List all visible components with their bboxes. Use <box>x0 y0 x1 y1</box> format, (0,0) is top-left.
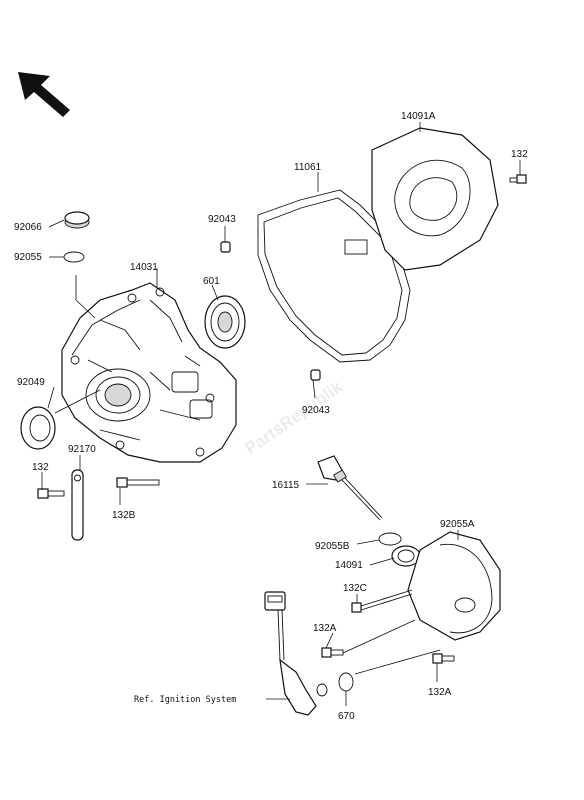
dipstick-part <box>317 455 383 521</box>
bolt-132A-right <box>432 653 455 664</box>
label-92055B: 92055B <box>315 541 350 552</box>
label-92055: 92055 <box>14 252 42 263</box>
label-132C: 132C <box>343 583 367 594</box>
oil-cap-part <box>64 211 90 229</box>
label-92066: 92066 <box>14 222 42 233</box>
crankcase-cover <box>61 282 237 463</box>
bolt-132-left <box>37 488 65 499</box>
oil-seal-part <box>20 406 56 450</box>
label-670: 670 <box>338 711 355 722</box>
ignition-sensor-part <box>264 591 328 716</box>
gasket-part <box>257 189 411 363</box>
bolt-132B <box>116 477 160 488</box>
dowel-pin-top <box>220 241 231 253</box>
clamp-strap-part <box>71 469 84 541</box>
dowel-pin-bottom <box>310 369 321 381</box>
label-14031: 14031 <box>130 262 158 273</box>
leader-lines <box>41 122 521 706</box>
label-14091: 14091 <box>335 560 363 571</box>
label-14091A: 14091A <box>401 111 436 122</box>
label-132B: 132B <box>112 510 136 521</box>
o-ring-part <box>63 251 85 263</box>
label-92170: 92170 <box>68 444 96 455</box>
label-601: 601 <box>203 276 220 287</box>
label-92043-bottom: 92043 <box>302 405 330 416</box>
bearing-part <box>204 295 246 349</box>
bolt-132-right <box>509 174 527 184</box>
label-132-right: 132 <box>511 149 528 160</box>
label-92055A: 92055A <box>440 519 475 530</box>
bolt-132A-left <box>321 647 344 658</box>
o-ring-92055B <box>378 532 402 546</box>
label-132A-left: 132A <box>313 623 337 634</box>
label-92043-top: 92043 <box>208 214 236 225</box>
bolt-132C <box>351 589 413 613</box>
label-132-left: 132 <box>32 462 49 473</box>
shield-plate-part <box>371 127 499 271</box>
label-92049: 92049 <box>17 377 45 388</box>
label-11061: 11061 <box>294 162 322 173</box>
direction-arrow-icon <box>18 72 70 117</box>
generator-cover-part <box>407 531 501 641</box>
watermark: PartsRepublik <box>241 377 346 458</box>
label-132A-right: 132A <box>428 687 452 698</box>
label-16115: 16115 <box>272 480 300 491</box>
reference-label: Ref. Ignition System <box>134 695 236 705</box>
o-ring-670 <box>338 672 354 692</box>
